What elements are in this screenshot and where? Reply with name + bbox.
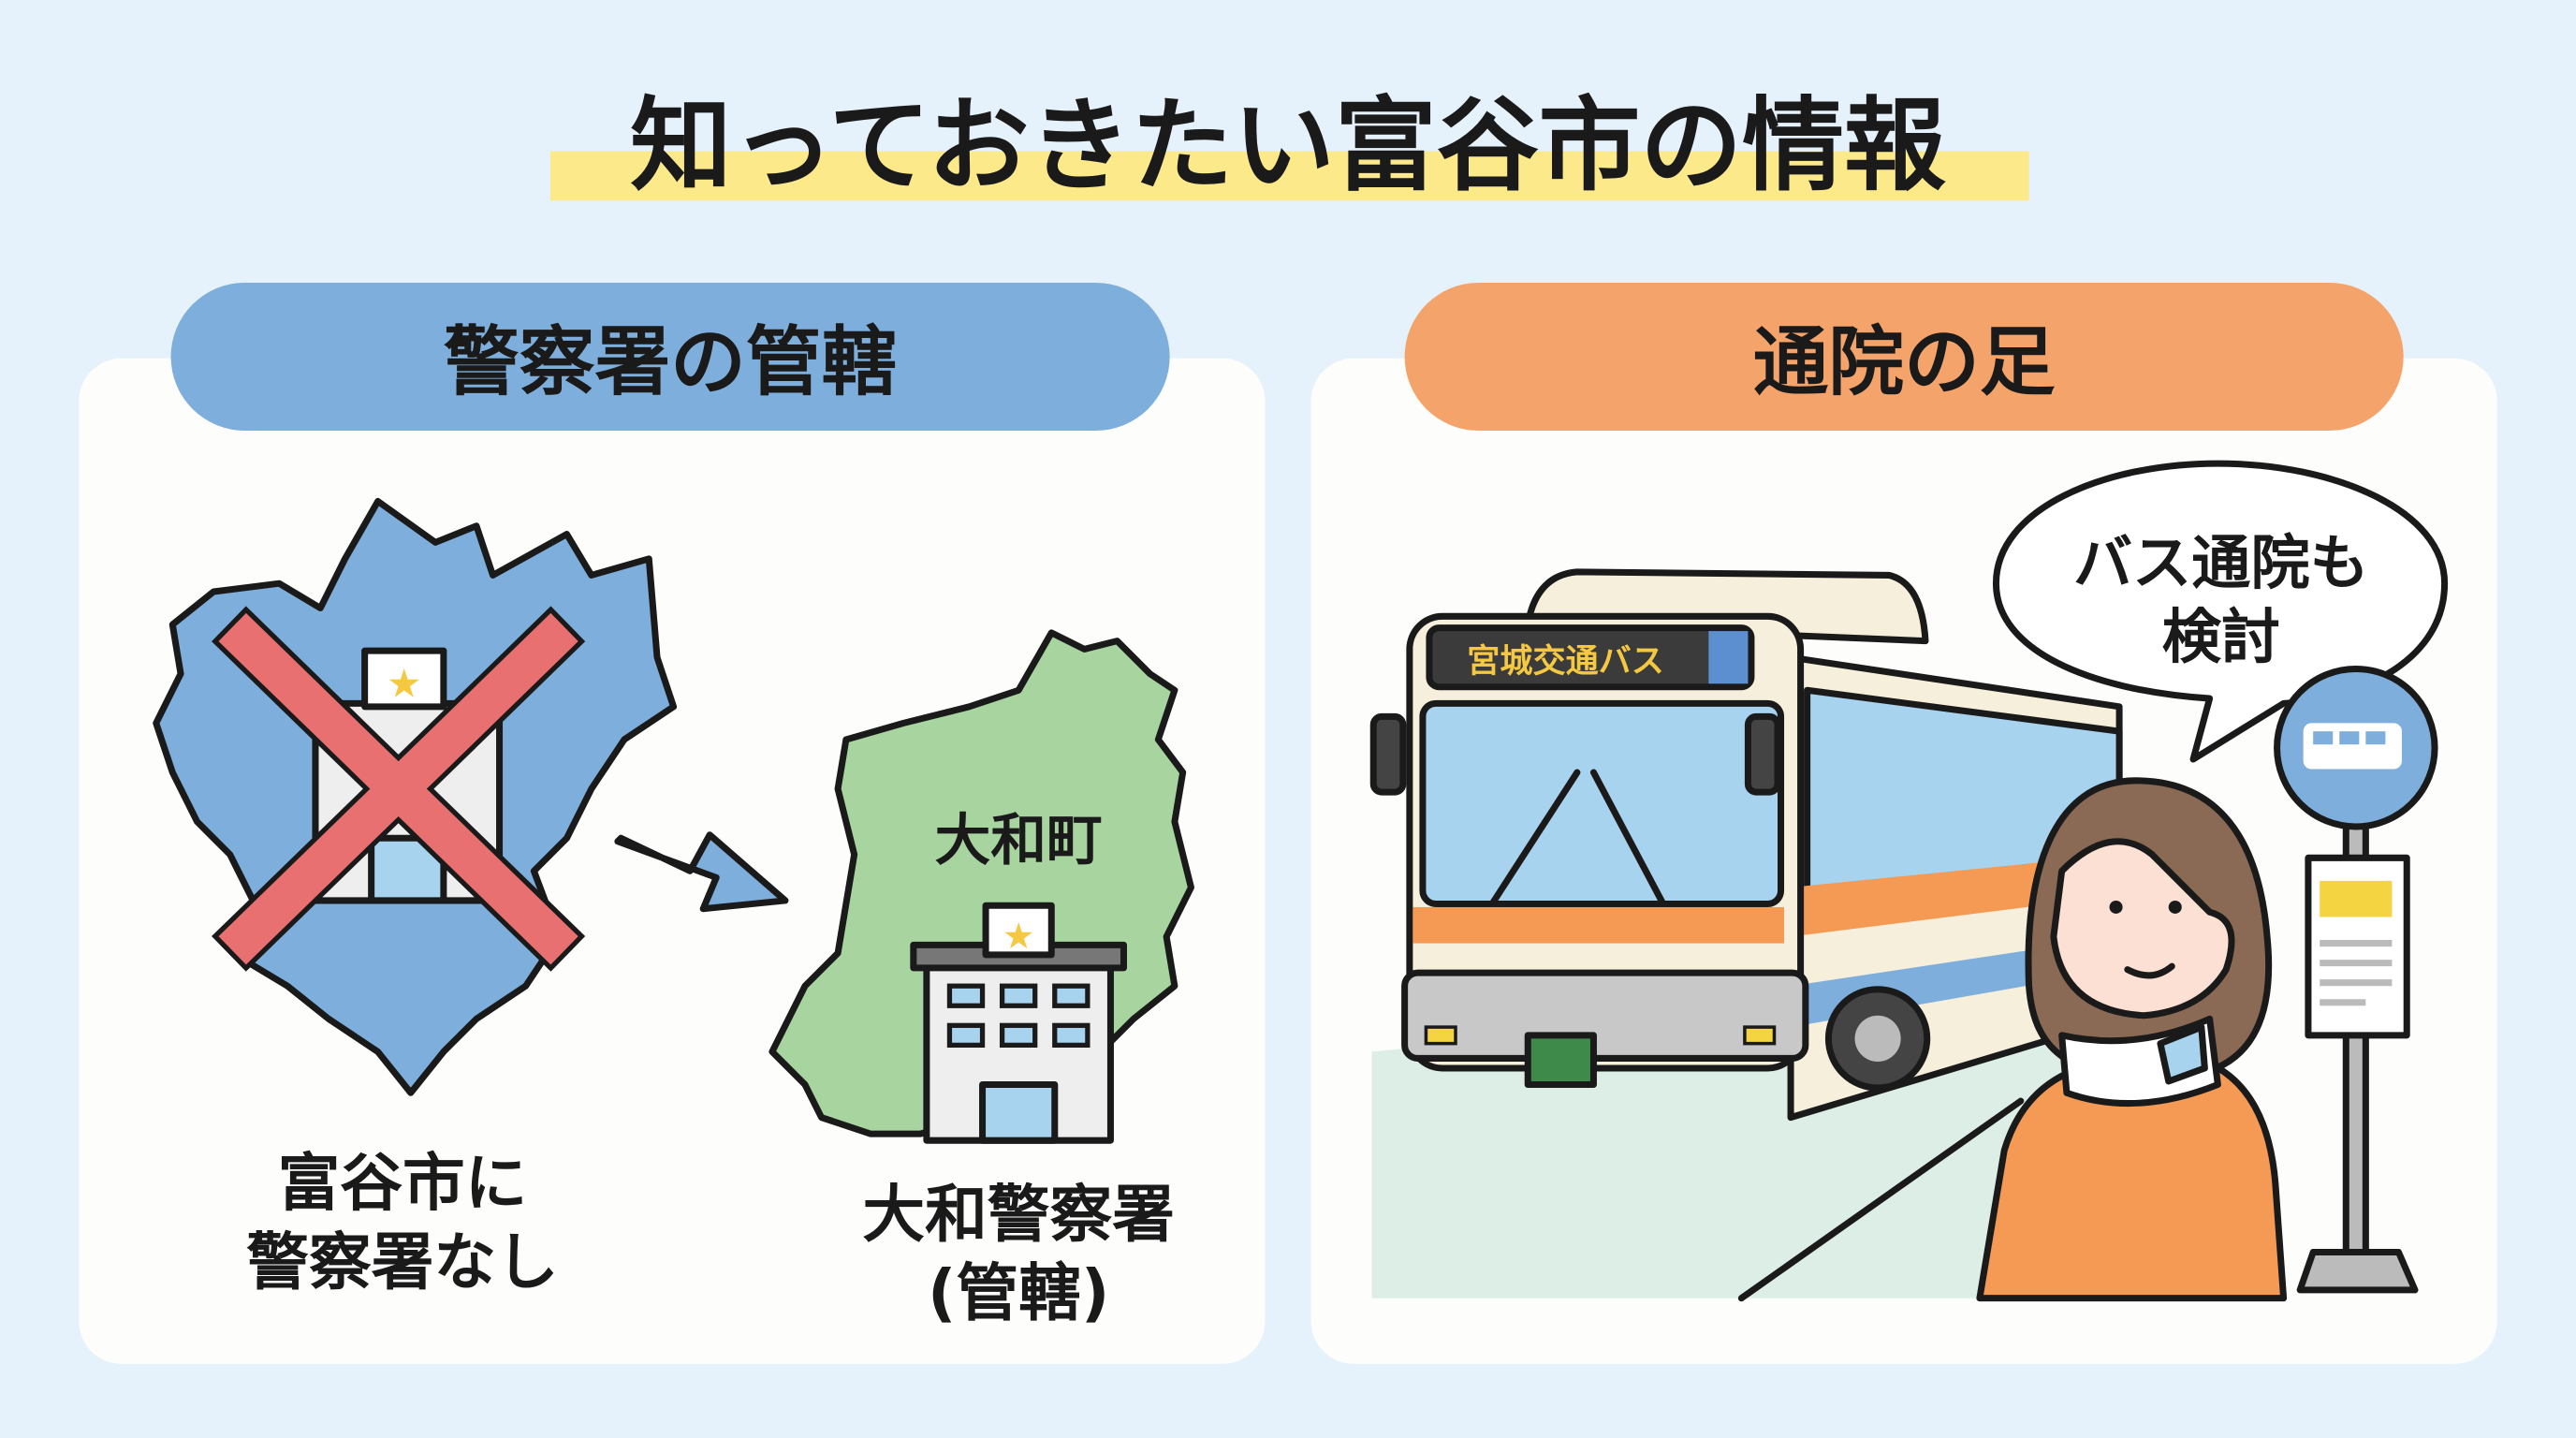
arrow-right-icon — [614, 831, 789, 913]
cross-mark — [212, 606, 586, 972]
bus-destination-sign: 宮城交通バス — [1467, 642, 1664, 681]
title-highlight — [549, 151, 2029, 201]
police-station-icon: ★ — [910, 902, 1127, 1144]
speech-line2: 検討 — [2162, 602, 2280, 671]
hospital-header: 通院の足 — [1753, 318, 2056, 406]
speech-line1: バス通院も — [2073, 528, 2369, 597]
road-edge — [1737, 1097, 2025, 1302]
police-header: 警察署の管轄 — [444, 318, 897, 406]
svg-text:★: ★ — [387, 660, 422, 706]
hospital-panel: 通院の足 宮城交通バス バス — [1310, 283, 2497, 1364]
yamato-map-label: 大和町 — [935, 809, 1103, 873]
station-label-line1: 大和警察署 — [862, 1178, 1174, 1251]
police-panel: 警察署の管轄 ★ 大和町 ★ 富谷市に 警察署 — [79, 283, 1266, 1364]
tomiya-label-line1: 富谷市に — [278, 1147, 528, 1220]
person-with-neck-brace — [1976, 777, 2288, 1302]
station-label-line2: (管轄) — [928, 1256, 1109, 1329]
hospital-header-pill — [1404, 283, 2404, 431]
page-title: 知っておきたい富谷市の情報 — [630, 86, 1946, 205]
tomiya-label-line2: 警察署なし — [246, 1225, 558, 1299]
bus-stop-sign-icon — [2274, 665, 2438, 1294]
svg-text:★: ★ — [1003, 916, 1035, 958]
police-header-pill — [170, 283, 1170, 431]
